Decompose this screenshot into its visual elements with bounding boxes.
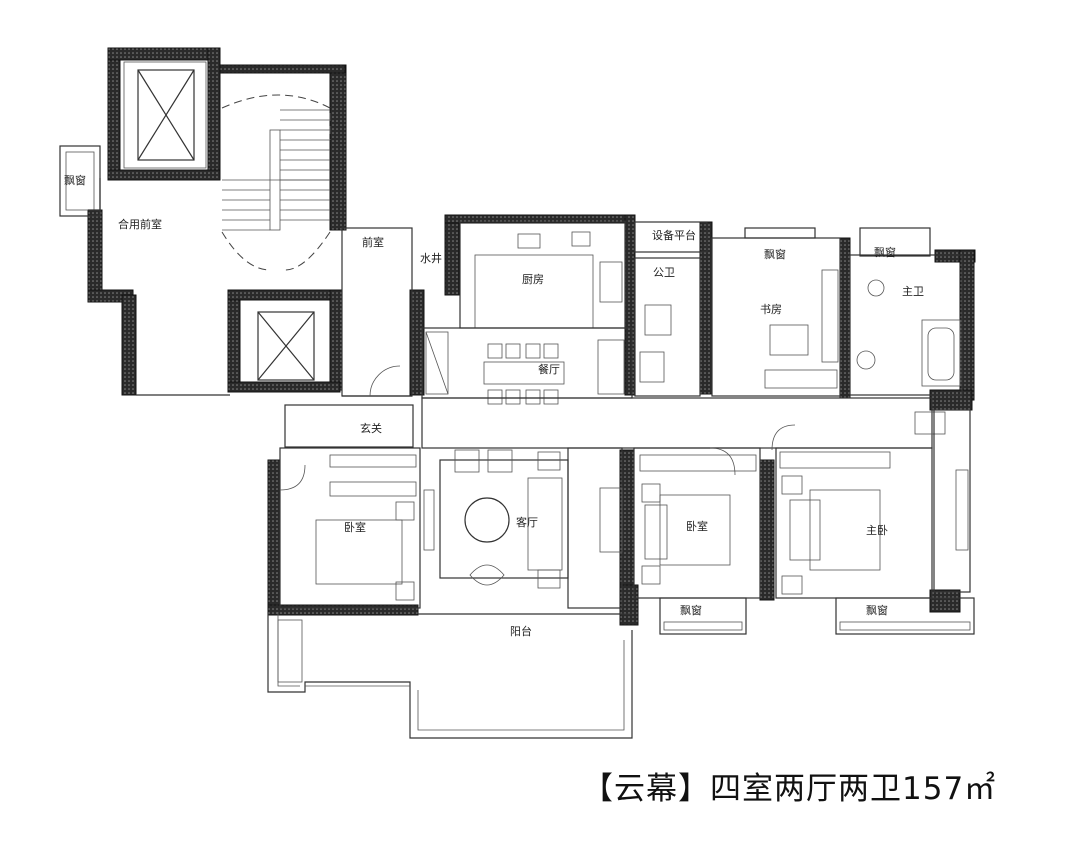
label-bedroom-left: 卧室	[344, 520, 366, 534]
label-study: 书房	[760, 303, 782, 316]
label-bedroom-mid: 卧室	[686, 519, 708, 533]
label-equipment-platform: 设备平台	[652, 228, 696, 242]
room-labels: 飘窗 合用前室 前室 水井 厨房 公卫 设备平台 飘窗 飘窗 主卫 书房 餐厅 …	[64, 173, 924, 638]
label-balcony: 阳台	[510, 624, 532, 638]
label-dining: 餐厅	[538, 362, 560, 376]
label-kitchen: 厨房	[522, 273, 544, 286]
label-master-bath: 主卫	[902, 285, 924, 298]
label-public-bath: 公卫	[653, 266, 675, 279]
floor-plan-caption: 【云幕】四室两厅两卫157㎡	[582, 771, 997, 807]
label-water-well: 水井	[420, 251, 442, 265]
outlines	[59, 61, 975, 739]
label-master-bedroom: 主卧	[866, 524, 888, 537]
walls	[87, 47, 976, 626]
label-entrance: 玄关	[360, 421, 382, 435]
label-bay-window-master: 飘窗	[866, 603, 888, 617]
label-bay-window-master-bath: 飘窗	[874, 245, 896, 259]
label-shared-vestibule: 合用前室	[118, 217, 162, 231]
label-living: 客厅	[516, 515, 538, 529]
label-bay-window-bed: 飘窗	[680, 603, 702, 617]
label-bay-window-study: 飘窗	[764, 247, 786, 261]
label-front-room: 前室	[362, 235, 384, 249]
label-bay-window-left: 飘窗	[64, 173, 86, 187]
